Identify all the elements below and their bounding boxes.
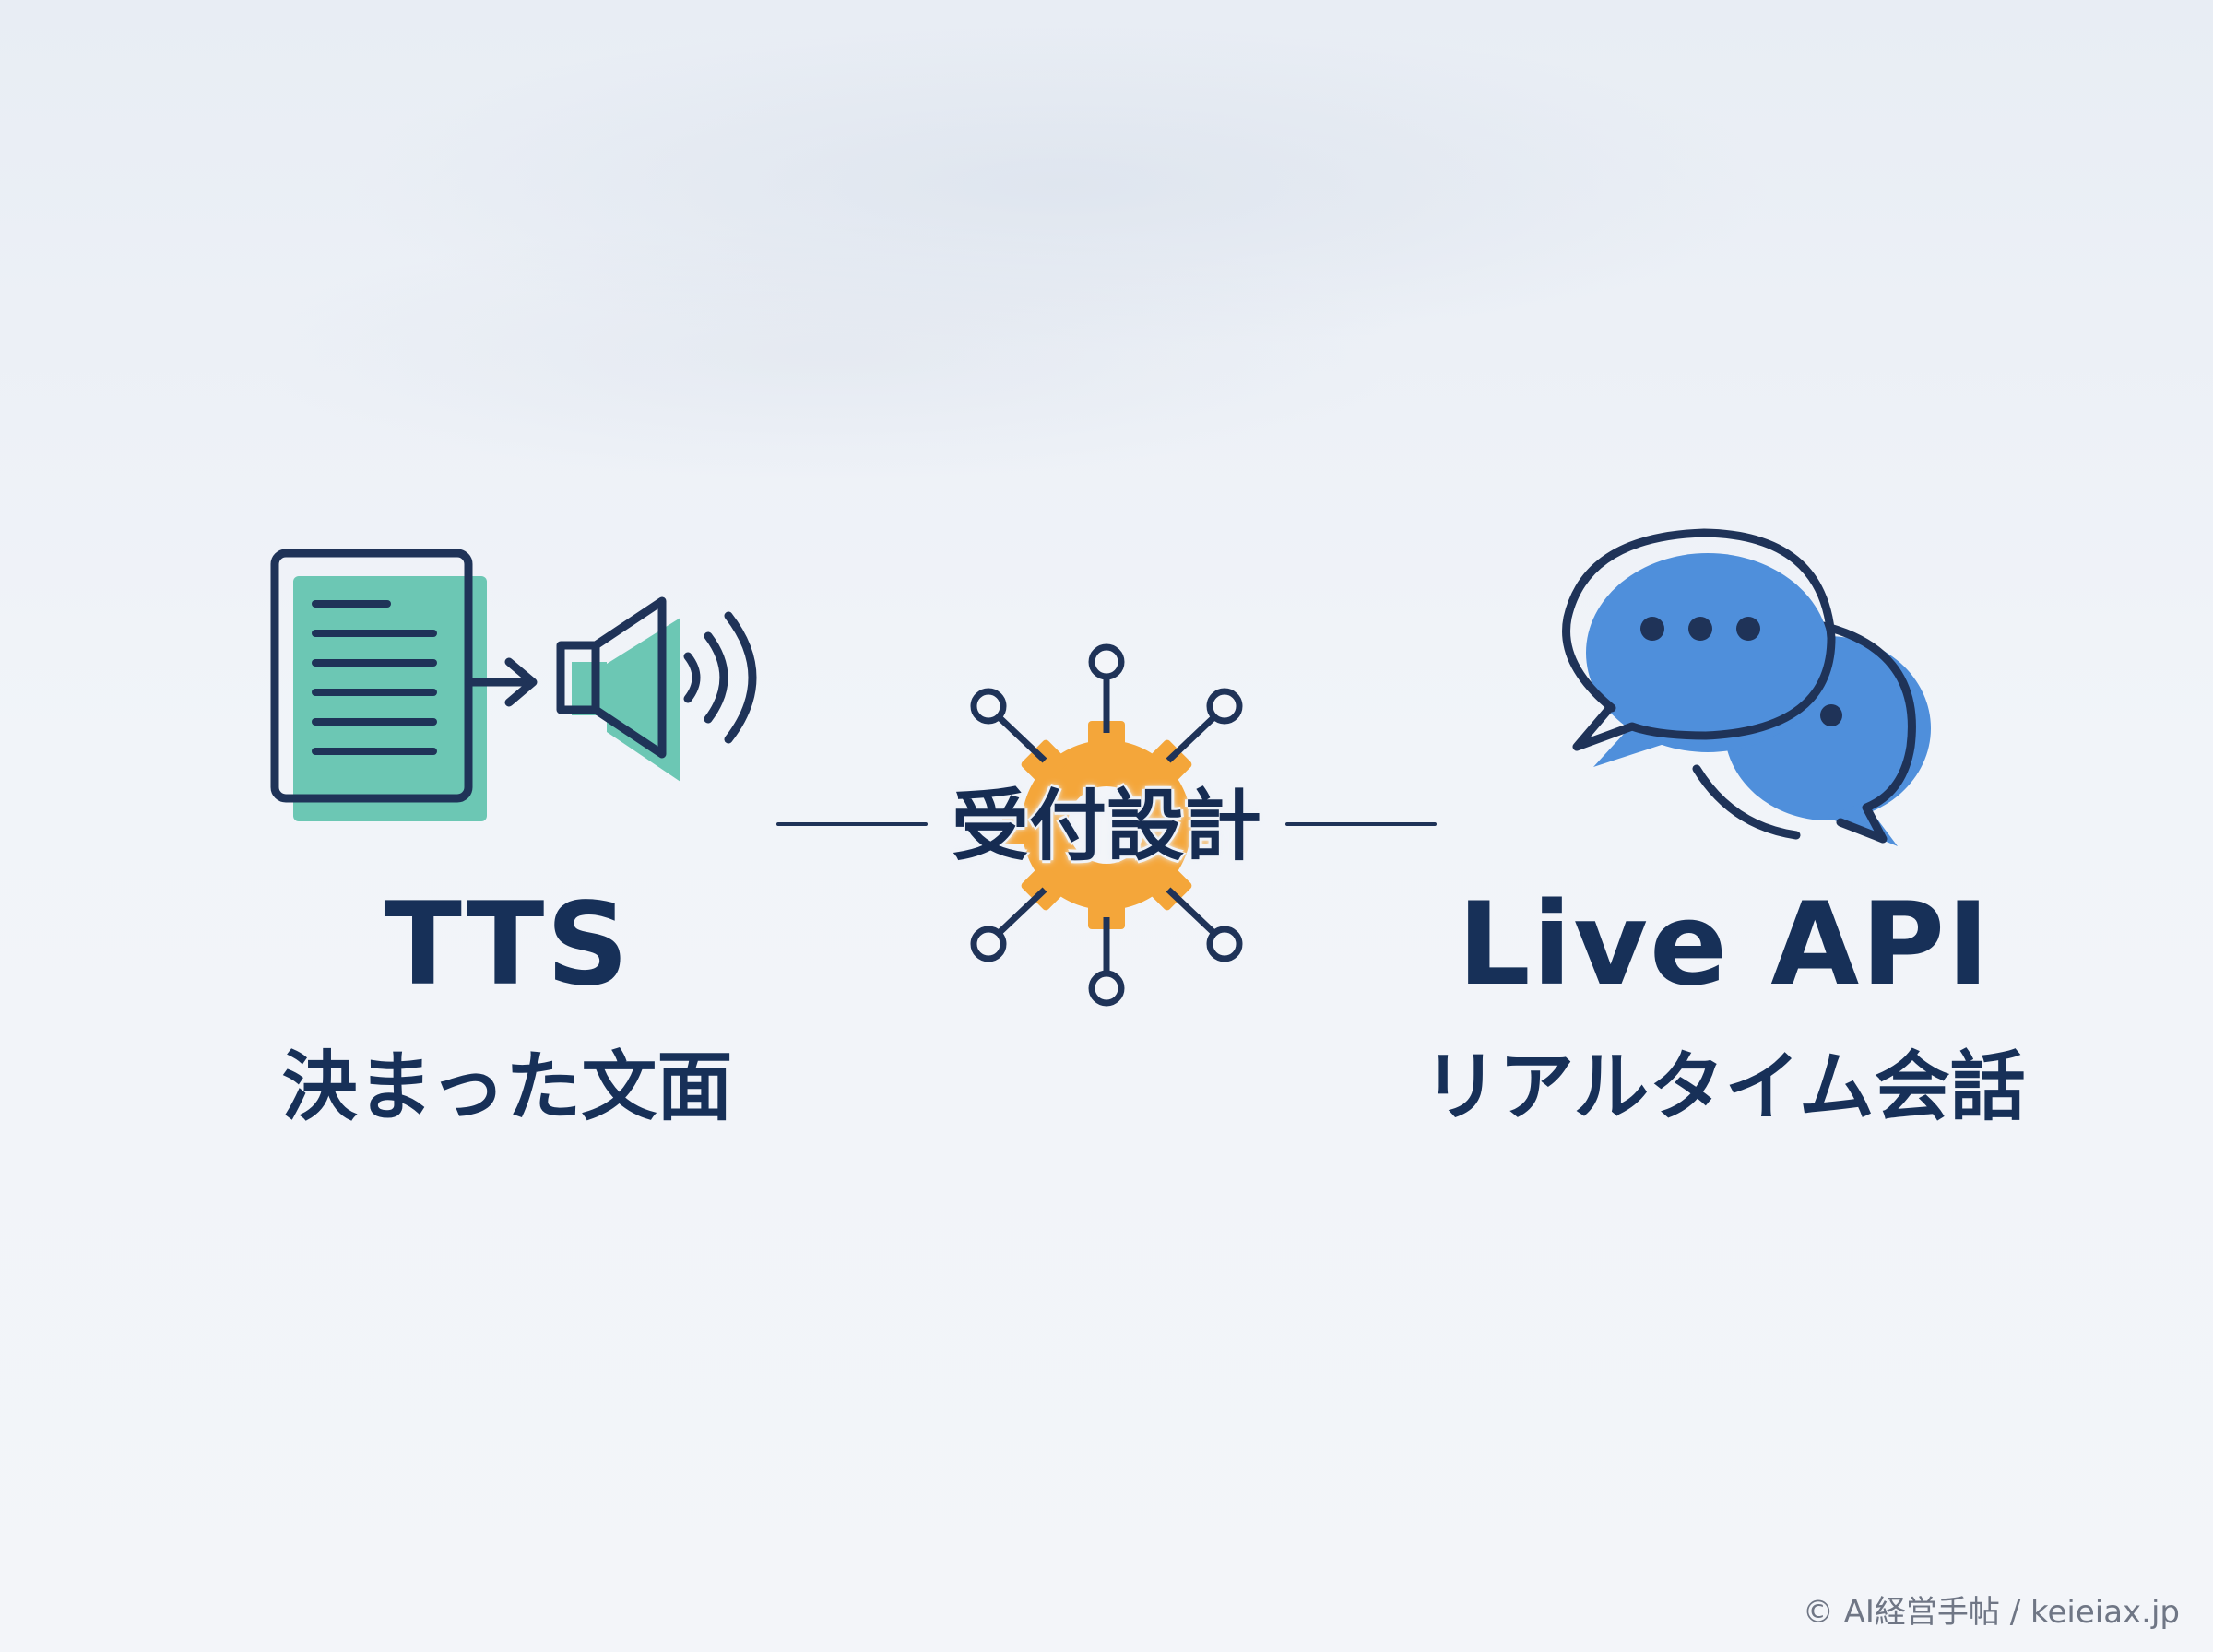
reception-design-label: 受付設計 bbox=[951, 781, 1261, 871]
document-icon bbox=[270, 549, 487, 821]
tts-title: TTS bbox=[384, 879, 631, 1011]
live-api-title: Live API bbox=[1457, 879, 1992, 1011]
chat-bubble-front-icon bbox=[1562, 528, 1836, 767]
gear-network-icon bbox=[970, 643, 1243, 1007]
network-nodes-icon bbox=[970, 643, 1243, 1007]
sound-waves-icon bbox=[683, 611, 757, 744]
tts-subtitle: 決まった文面 bbox=[281, 1044, 733, 1131]
arrow-right-icon bbox=[464, 657, 538, 707]
connector-line-left bbox=[776, 822, 928, 826]
footer-credit: © AI経営手帖 / keieiax.jp bbox=[1802, 1594, 2180, 1631]
connector-line-right bbox=[1285, 822, 1437, 826]
speaker-icon bbox=[556, 596, 680, 782]
document-to-speaker-icon bbox=[270, 549, 757, 821]
chat-bubbles-icon bbox=[1562, 528, 1931, 846]
live-api-subtitle: リアルタイム会話 bbox=[1423, 1044, 2026, 1131]
